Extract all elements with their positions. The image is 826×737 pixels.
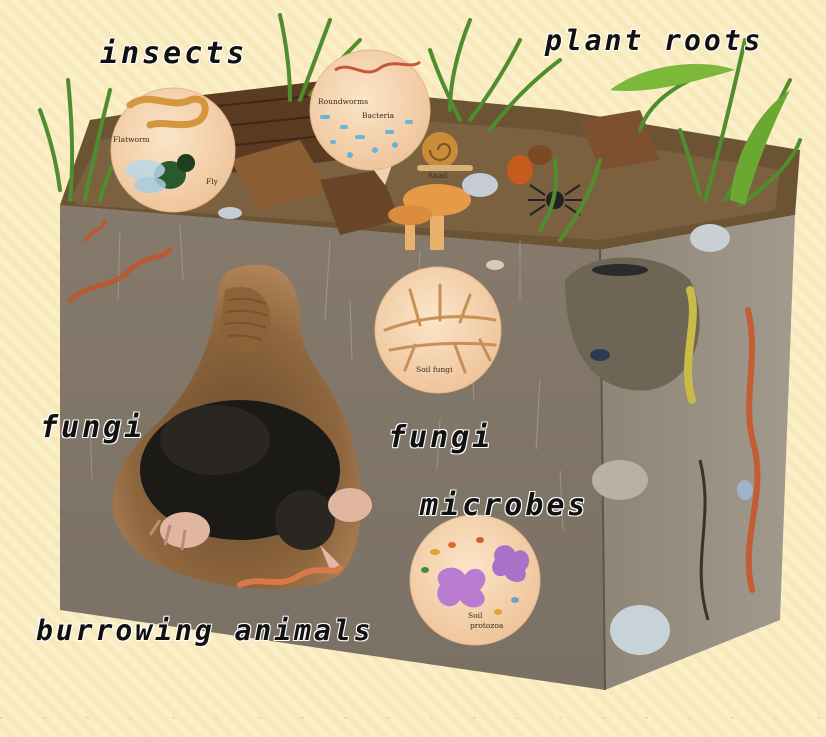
roundworms-label: Roundworms bbox=[318, 97, 368, 106]
label-fungi-left: fungi bbox=[40, 410, 145, 445]
label-insects: insects bbox=[100, 36, 247, 71]
flatworm-label: Flatworm bbox=[113, 135, 150, 144]
label-burrowing-animals: burrowing animals bbox=[36, 614, 374, 647]
label-plant-roots: plant roots bbox=[545, 24, 763, 57]
inset-soil-protozoa: Soil protozoa bbox=[410, 515, 540, 645]
soil-protozoa-label-line2: protozoa bbox=[470, 621, 504, 630]
inset-soil-fungi: Soil fungi bbox=[375, 267, 501, 393]
snail-label: Snail bbox=[428, 171, 448, 180]
fly-label: Fly bbox=[206, 177, 219, 186]
soil-fungi-label: Soil fungi bbox=[416, 365, 453, 374]
stone-top bbox=[462, 173, 498, 197]
label-microbes: microbes bbox=[420, 488, 589, 523]
inset-insects: Flatworm Fly bbox=[111, 88, 235, 212]
bacteria-label: Bacteria bbox=[362, 111, 395, 120]
soil-protozoa-label-line1: Soil bbox=[468, 611, 483, 620]
ant bbox=[592, 264, 648, 276]
beetle bbox=[590, 349, 610, 361]
label-fungi-center: fungi bbox=[388, 420, 493, 455]
protozoa-illustration-1 bbox=[437, 568, 485, 608]
